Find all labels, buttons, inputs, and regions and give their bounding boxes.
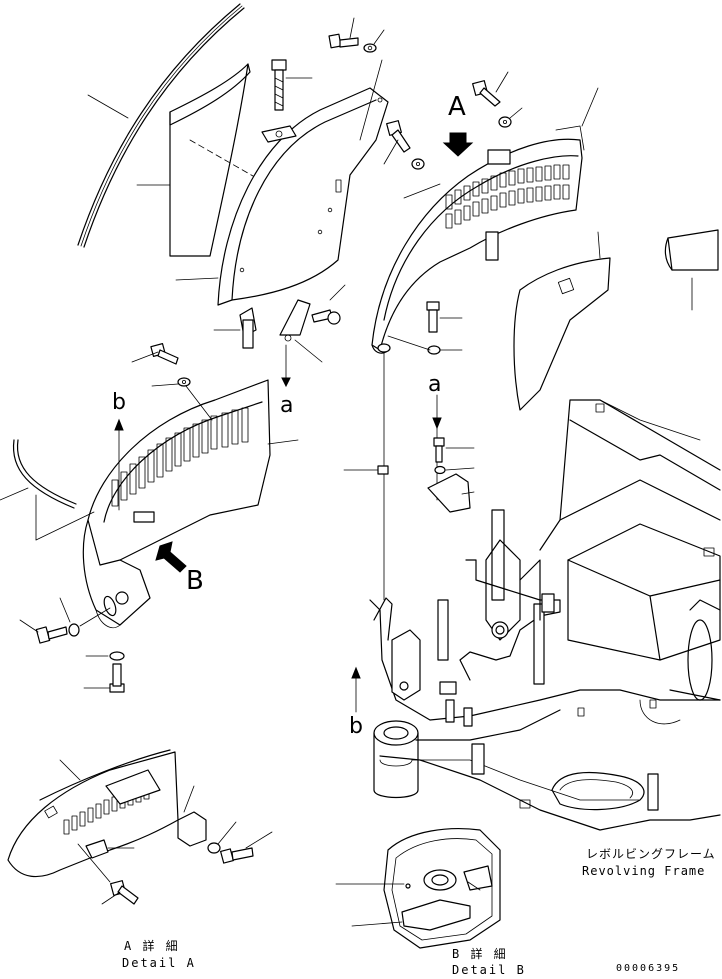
arrow-label-b-upper: b: [112, 390, 126, 415]
view-label-a-upper: A: [448, 92, 466, 122]
arrow-label-a-upper: a: [280, 393, 294, 418]
vent-slots-right: [445, 164, 570, 229]
mounting-bracket-left: [213, 284, 346, 388]
arrow-label-a-lower: a: [428, 372, 442, 397]
detail-a-caption-en: Detail A: [122, 956, 196, 970]
side-filler-panel: [513, 229, 719, 411]
detail-a-view: [7, 749, 273, 905]
frame-label-jp: レボルビングフレーム: [586, 847, 716, 861]
bolt-top-pair: [328, 17, 385, 141]
revolving-frame: [369, 399, 721, 831]
bolt-top-center: [261, 59, 313, 143]
detail-b-caption-jp: B 詳 細: [452, 947, 508, 961]
detail-b-view: [335, 828, 501, 949]
vent-slots-left: [111, 407, 249, 507]
detail-b-caption-en: Detail B: [452, 963, 526, 977]
upper-cover-plate: [175, 87, 389, 306]
detail-a-caption-jp: A 詳 細: [124, 939, 180, 953]
arrow-label-b-lower: b: [349, 714, 363, 739]
drawing-number: 00006395: [616, 963, 681, 974]
bolts-center: [343, 301, 475, 713]
curved-trim-strip: [77, 3, 245, 248]
view-label-b: B: [186, 566, 204, 596]
right-vented-cover: [371, 71, 599, 354]
seal-pad: [136, 63, 296, 257]
frame-label-en: Revolving Frame: [582, 864, 706, 878]
left-vented-cover: [0, 343, 299, 693]
